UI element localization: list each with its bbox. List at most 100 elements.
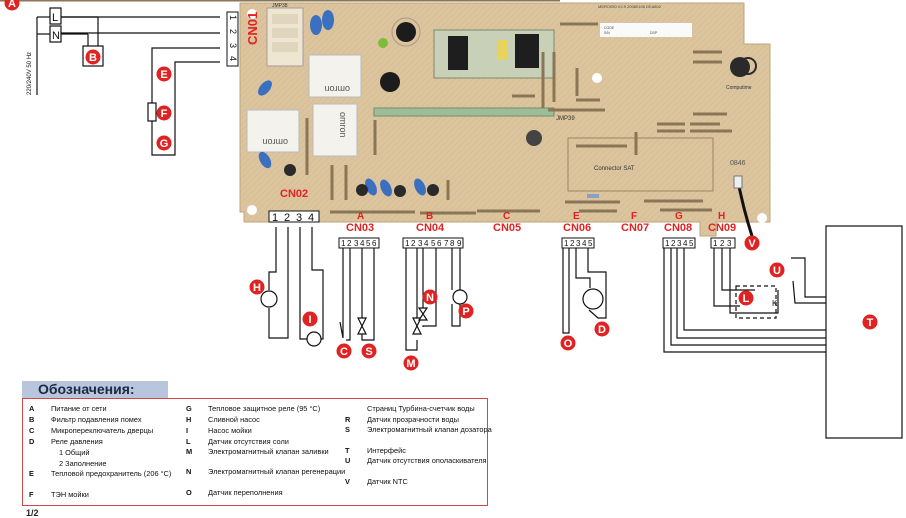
marker-c: C xyxy=(336,343,352,359)
svg-text:4: 4 xyxy=(360,239,365,248)
legend-text: Датчик прозрачности воды xyxy=(367,415,459,424)
svg-text:9: 9 xyxy=(457,239,462,248)
svg-text:1: 1 xyxy=(341,239,346,248)
legend-key: U xyxy=(345,456,351,465)
svg-text:2: 2 xyxy=(228,29,238,34)
marker-b: B xyxy=(85,49,101,65)
svg-text:G: G xyxy=(160,138,169,150)
legend-text: Электромагнитный клапан заливки xyxy=(208,447,329,456)
ntc-connector xyxy=(733,175,743,189)
legend-text: ТЭН мойки xyxy=(51,490,89,499)
supply-voltage-label: 220/240V 50 Hz xyxy=(27,52,33,95)
svg-text:3: 3 xyxy=(727,239,732,248)
svg-text:3: 3 xyxy=(296,212,302,224)
pressure-switch-symbol xyxy=(582,288,604,310)
svg-text:I: I xyxy=(308,314,311,326)
heater-resistor xyxy=(147,102,157,122)
svg-text:P: P xyxy=(462,306,469,318)
marker-e: E xyxy=(156,66,172,82)
cn07-letter: F xyxy=(631,211,637,222)
mount-hole xyxy=(247,9,257,19)
legend-title: Обозначения: xyxy=(22,381,168,398)
resistor xyxy=(587,194,599,198)
svg-text:3: 3 xyxy=(418,239,423,248)
pin-strips: 1 2 3 4 1 2 3 4 1 2 3 4 5 6 1 2 3 4 5 xyxy=(226,11,736,249)
svg-text:4: 4 xyxy=(683,239,688,248)
svg-text:B: B xyxy=(89,52,97,64)
line-terminal-label: L xyxy=(52,12,58,24)
svg-text:O: O xyxy=(564,338,573,350)
connector-labels: CN01 CN02 A CN03 B CN04 C CN05 E CN06 F … xyxy=(245,12,736,234)
svg-text:omron: omron xyxy=(338,112,348,138)
cn02-pins: 1 2 3 4 xyxy=(268,210,320,224)
salt-sensor-box xyxy=(735,285,777,319)
k-label: K xyxy=(772,299,778,308)
legend-text: Интерфейс xyxy=(367,446,406,455)
legend-text: 1 Общий xyxy=(59,448,90,457)
marker-n: N xyxy=(422,289,438,305)
svg-text:2: 2 xyxy=(411,239,416,248)
legend-text: Микропереключатель дверцы xyxy=(51,426,154,435)
svg-text:4: 4 xyxy=(424,239,429,248)
legend-key: V xyxy=(345,477,350,486)
svg-text:1: 1 xyxy=(272,212,278,224)
cn03-letter: A xyxy=(357,211,364,222)
sat-connector-label: Connector SAT xyxy=(594,166,635,172)
svg-text:6: 6 xyxy=(437,239,442,248)
marker-a: A xyxy=(4,0,20,11)
legend-key: B xyxy=(29,415,35,424)
cn03-label: CN03 xyxy=(346,222,374,234)
svg-text:6: 6 xyxy=(372,239,377,248)
cn02-label: CN02 xyxy=(280,188,308,200)
jmp39-label: JMP39 xyxy=(556,116,575,122)
svg-text:H: H xyxy=(253,282,261,294)
blue-capacitors xyxy=(258,10,426,197)
svg-text:3: 3 xyxy=(354,239,359,248)
cn01-label: CN01 xyxy=(245,12,260,45)
legend-text: Датчик NTC xyxy=(367,477,408,486)
svg-text:7: 7 xyxy=(444,239,449,248)
svg-text:1: 1 xyxy=(713,239,718,248)
marker-g: G xyxy=(156,135,172,151)
svg-text:4: 4 xyxy=(582,239,587,248)
svg-text:D: D xyxy=(598,324,606,336)
valve-s-symbol xyxy=(357,317,367,335)
svg-text:2: 2 xyxy=(284,212,290,224)
mount-hole xyxy=(757,213,767,223)
svg-text:omron: omron xyxy=(262,137,288,147)
cn04-letter: B xyxy=(426,211,433,222)
legend-text: Тепловой предохранитель (206 °C) xyxy=(51,469,172,478)
jmp38-label: JMP38 xyxy=(272,3,288,9)
legend-key: I xyxy=(186,426,189,435)
svg-text:N: N xyxy=(426,292,434,304)
cn06-pins: 1 2 3 4 5 xyxy=(561,237,595,249)
cn04-label: CN04 xyxy=(416,222,445,234)
svg-text:5: 5 xyxy=(431,239,436,248)
svg-text:M: M xyxy=(406,358,415,370)
legend-text: Датчик переполнения xyxy=(208,488,283,497)
neutral-terminal-label: N xyxy=(52,30,60,42)
cn03-pins: 1 2 3 4 5 6 xyxy=(338,237,380,249)
drain-pump-symbol xyxy=(260,290,278,308)
sn-label: S/N xyxy=(604,31,610,35)
marker-i: I xyxy=(302,311,318,327)
legend-text: Датчик отсутствия соли xyxy=(208,437,289,446)
legend-key: C xyxy=(29,426,35,435)
relay: omron xyxy=(246,109,300,153)
jmp39-daughterboard xyxy=(373,107,555,117)
marker-h: H xyxy=(249,279,265,295)
svg-text:1: 1 xyxy=(665,239,670,248)
cn08-label: CN08 xyxy=(664,222,692,234)
computime-logo: Computime xyxy=(726,57,757,91)
legend-text: Электромагнитный клапан дозатора xyxy=(367,425,492,434)
mount-hole xyxy=(592,73,602,83)
marker-l: L xyxy=(738,290,754,306)
marker-v: V xyxy=(744,235,760,251)
legend-key: R xyxy=(345,415,351,424)
valve-n-symbol xyxy=(417,307,429,321)
legend-text: Фильтр подавления помех xyxy=(51,415,142,424)
marker-o: O xyxy=(560,335,576,351)
